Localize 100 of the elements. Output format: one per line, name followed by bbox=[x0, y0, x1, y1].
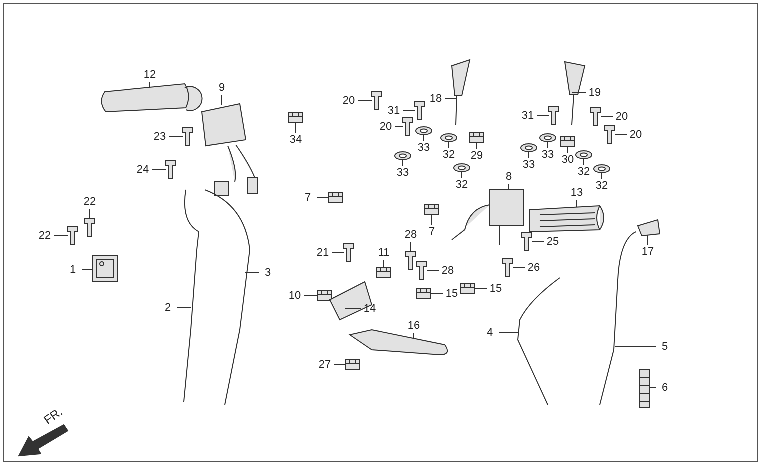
grip-drawing bbox=[530, 206, 604, 232]
callout-number: 32 bbox=[596, 180, 608, 192]
callout-number: 7 bbox=[428, 226, 436, 238]
callout-number: 32 bbox=[578, 166, 590, 178]
leader-line bbox=[508, 184, 510, 190]
front-direction-label: FR. bbox=[42, 406, 66, 428]
callout-number: 22 bbox=[84, 196, 96, 208]
bolt-drawing bbox=[68, 226, 78, 246]
callout-number: 4 bbox=[486, 327, 494, 339]
bolt-drawing bbox=[548, 106, 560, 126]
small-part-drawing bbox=[318, 290, 332, 302]
leader-line bbox=[614, 346, 656, 348]
callout-number: 30 bbox=[562, 154, 574, 166]
leader-line bbox=[402, 110, 416, 112]
lever-drawing bbox=[637, 219, 661, 237]
bolt-drawing bbox=[590, 108, 602, 126]
mirror-drawing bbox=[452, 59, 471, 126]
callout-number: 22 bbox=[38, 230, 52, 242]
callout-number: 20 bbox=[380, 121, 392, 133]
leader-line bbox=[444, 98, 458, 100]
callout-number: 24 bbox=[136, 164, 150, 176]
small-part-drawing bbox=[416, 288, 432, 300]
leader-line bbox=[572, 92, 586, 94]
small-part-drawing bbox=[288, 112, 304, 124]
callout-number: 21 bbox=[316, 247, 330, 259]
callout-number: 20 bbox=[630, 129, 642, 141]
callout-number: 9 bbox=[218, 82, 226, 94]
small-part-drawing bbox=[470, 132, 484, 144]
leader-line bbox=[358, 100, 372, 102]
boot-drawing bbox=[640, 370, 650, 408]
leader-line bbox=[528, 152, 530, 158]
bolt-drawing bbox=[416, 262, 428, 280]
bolt-drawing bbox=[182, 128, 194, 146]
leader-line bbox=[334, 364, 346, 366]
leader-line bbox=[394, 126, 404, 128]
callout-number: 15 bbox=[490, 283, 502, 295]
leader-line bbox=[448, 142, 450, 148]
leader-line bbox=[410, 242, 412, 252]
callout-number: 14 bbox=[364, 303, 376, 315]
callout-number: 31 bbox=[522, 110, 534, 122]
small-part-drawing bbox=[376, 268, 392, 278]
callout-number: 1 bbox=[70, 264, 76, 276]
leader-line bbox=[244, 272, 260, 274]
callout-number: 25 bbox=[546, 236, 560, 248]
bolt-drawing bbox=[406, 252, 416, 270]
bolt-drawing bbox=[402, 118, 414, 136]
callout-number: 20 bbox=[342, 95, 356, 107]
callout-number: 2 bbox=[164, 302, 172, 314]
callout-number: 26 bbox=[528, 262, 540, 274]
bolt-drawing bbox=[502, 258, 514, 278]
callout-number: 19 bbox=[588, 87, 602, 99]
callout-number: 17 bbox=[642, 246, 654, 258]
leader-line bbox=[614, 134, 628, 136]
callout-number: 6 bbox=[662, 382, 668, 394]
callout-number: 29 bbox=[470, 150, 484, 162]
callout-number: 8 bbox=[506, 171, 512, 183]
leader-line bbox=[332, 252, 344, 254]
washer-drawing bbox=[454, 164, 470, 172]
washer-drawing bbox=[540, 134, 556, 142]
callout-number: 33 bbox=[396, 167, 410, 179]
callout-number: 27 bbox=[318, 359, 332, 371]
callout-number: 33 bbox=[542, 149, 554, 161]
washer-drawing bbox=[576, 150, 592, 160]
washer-drawing bbox=[520, 144, 538, 152]
bolt-drawing bbox=[372, 92, 382, 110]
callout-number: 18 bbox=[430, 93, 442, 105]
callout-number: 33 bbox=[418, 142, 430, 154]
bolt-drawing bbox=[344, 244, 354, 262]
callout-number: 16 bbox=[408, 320, 420, 332]
cable-drawing bbox=[184, 190, 200, 402]
bolt-drawing bbox=[522, 232, 532, 252]
callout-number: 34 bbox=[290, 134, 302, 146]
grip-drawing bbox=[101, 84, 203, 112]
leader-line bbox=[168, 136, 184, 138]
small-part-drawing bbox=[460, 284, 476, 294]
callout-number: 32 bbox=[456, 179, 468, 191]
callout-number: 23 bbox=[154, 131, 166, 143]
washer-drawing bbox=[594, 164, 610, 174]
small-part-drawing bbox=[560, 136, 576, 148]
switch-housing-drawing bbox=[452, 190, 524, 246]
washer-drawing bbox=[416, 126, 432, 136]
callout-number: 33 bbox=[522, 159, 536, 171]
callout-number: 32 bbox=[442, 149, 456, 161]
leader-line bbox=[498, 332, 520, 334]
cable-drawing bbox=[204, 190, 250, 406]
callout-number: 31 bbox=[388, 105, 400, 117]
callout-number: 28 bbox=[442, 265, 454, 277]
washer-drawing bbox=[394, 152, 412, 160]
bolt-drawing bbox=[166, 160, 176, 180]
leader-line bbox=[476, 142, 478, 150]
cover-drawing bbox=[92, 256, 118, 282]
callout-number: 10 bbox=[288, 290, 302, 302]
washer-drawing bbox=[440, 134, 458, 142]
callout-number: 5 bbox=[662, 341, 668, 353]
bolt-drawing bbox=[604, 126, 616, 144]
small-part-drawing bbox=[346, 360, 360, 370]
leader-line bbox=[474, 288, 488, 290]
leader-line bbox=[426, 270, 440, 272]
mirror-drawing bbox=[564, 62, 586, 126]
callout-number: 15 bbox=[446, 288, 458, 300]
